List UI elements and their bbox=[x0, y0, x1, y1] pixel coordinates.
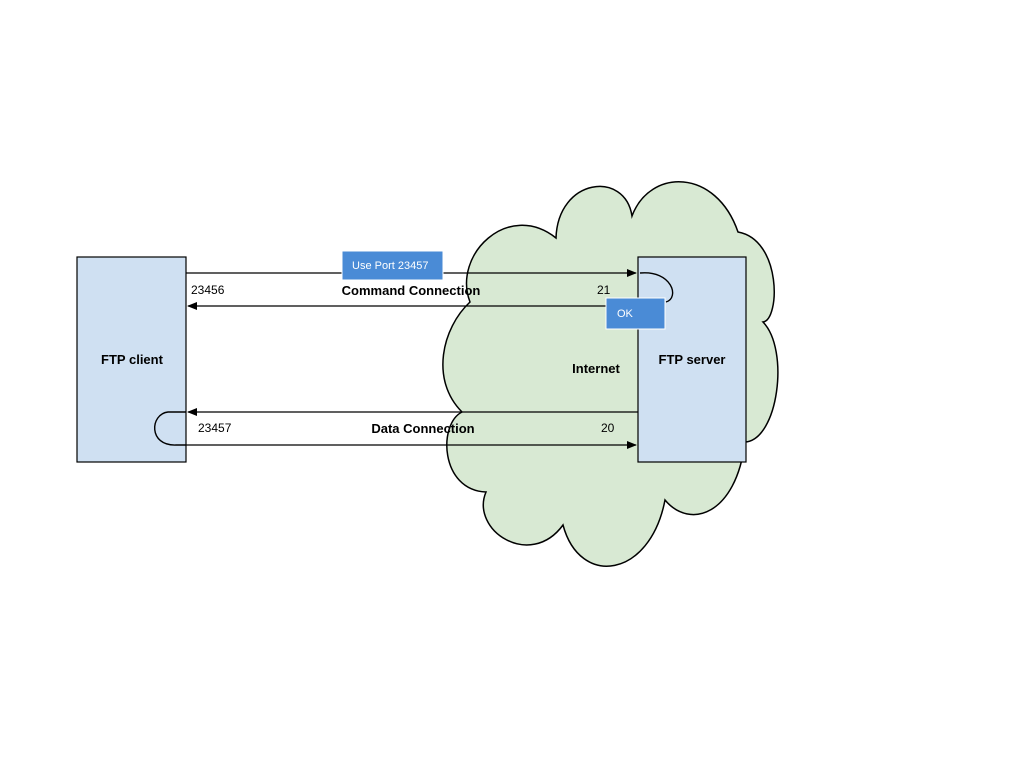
ftp-server-label: FTP server bbox=[659, 352, 726, 367]
data-loop bbox=[154, 411, 186, 446]
data-server-port: 20 bbox=[601, 421, 615, 435]
ftp-client-box bbox=[76, 256, 187, 463]
ftp-server-box bbox=[637, 256, 747, 463]
command-loop bbox=[639, 272, 674, 303]
ftp-client-label: FTP client bbox=[101, 352, 164, 367]
internet-label: Internet bbox=[572, 361, 620, 376]
data-client-port: 23457 bbox=[198, 421, 232, 435]
command-server-port: 21 bbox=[597, 283, 611, 297]
port-request-callout bbox=[341, 250, 444, 281]
reply-callout-text: OK bbox=[617, 308, 634, 320]
reply-callout bbox=[605, 297, 666, 330]
command-connection-label: Command Connection bbox=[342, 283, 481, 298]
port-request-callout-text: Use Port 23457 bbox=[352, 260, 428, 272]
data-connection-label: Data Connection bbox=[371, 421, 474, 436]
command-client-port: 23456 bbox=[191, 283, 225, 297]
